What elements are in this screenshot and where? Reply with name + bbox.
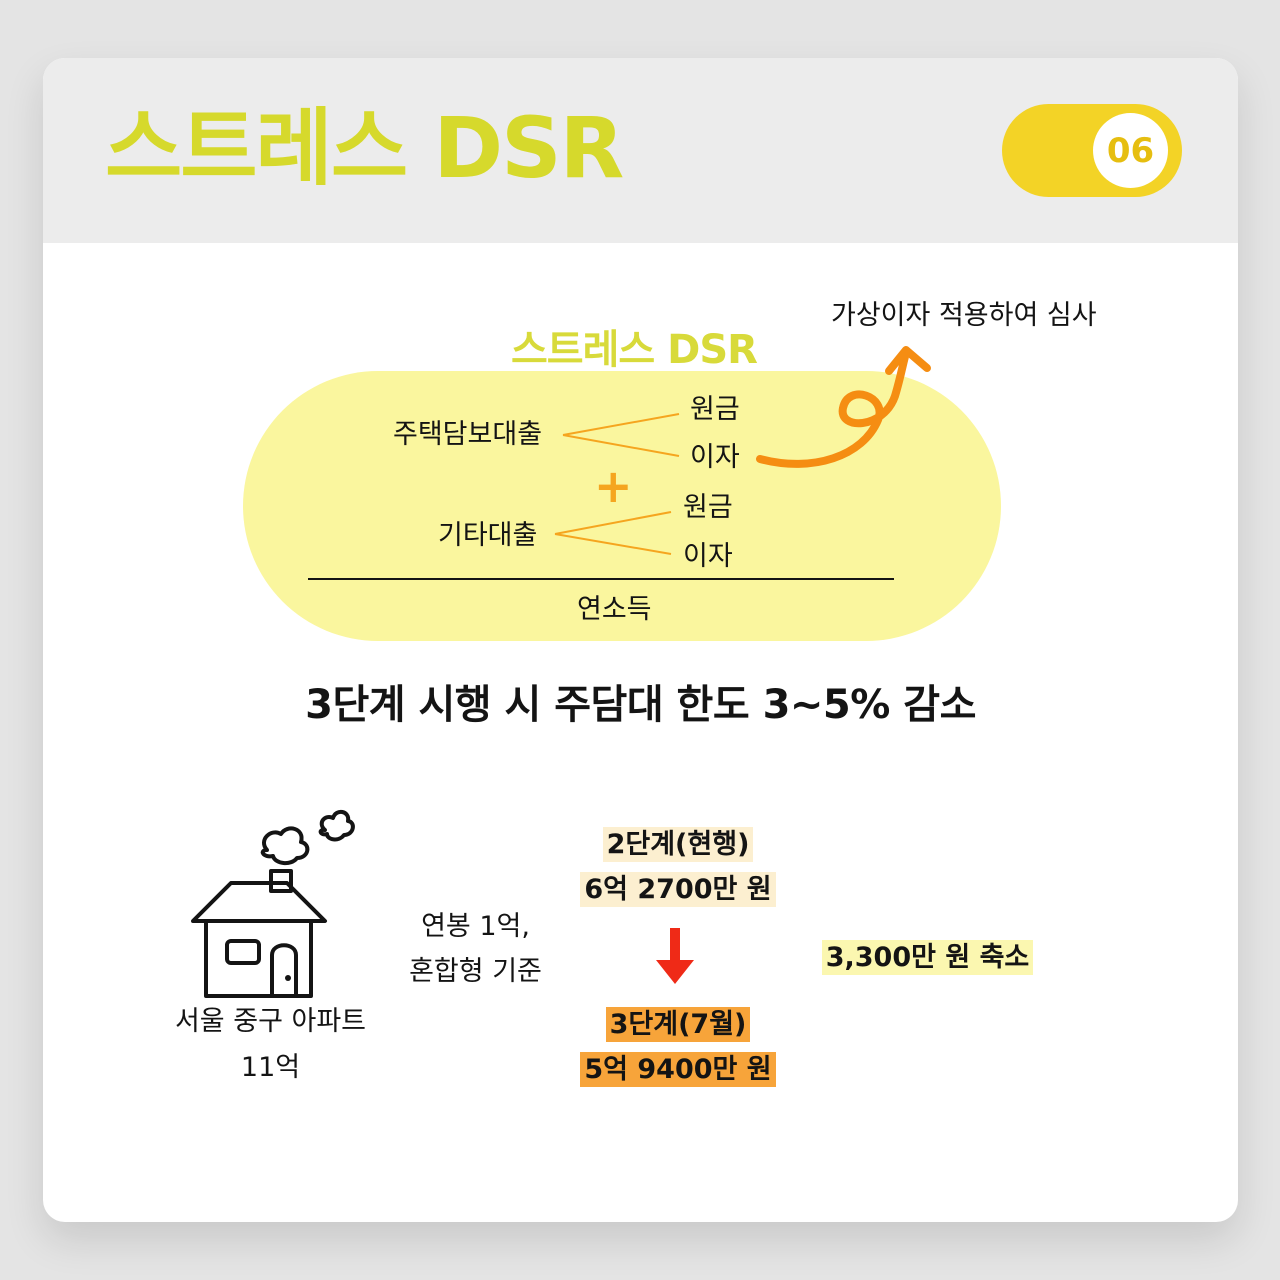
stage2-label: 2단계(현행) <box>602 827 754 862</box>
other-principal-connector <box>554 511 672 535</box>
stage2-value: 6억 2700만 원 <box>580 872 776 907</box>
stage2-value-wrap: 6억 2700만 원 <box>568 872 788 907</box>
reduction-amount: 3,300만 원 축소 <box>821 940 1034 975</box>
mortgage-loan-label: 주택담보대출 <box>393 419 543 450</box>
other-principal-label: 원금 <box>683 492 733 523</box>
stage3-value: 5억 9400만 원 <box>580 1052 776 1087</box>
house-location: 서울 중구 아파트 <box>174 1006 367 1037</box>
page-title: 스트레스 DSR <box>105 99 624 197</box>
stage3-label-wrap: 3단계(7월) <box>583 1007 773 1042</box>
fraction-line <box>308 578 894 580</box>
mortgage-principal-connector <box>562 413 680 436</box>
swirl-arrow-head-icon <box>885 346 931 375</box>
swirl-arrow-icon <box>756 349 910 468</box>
down-arrow-icon <box>656 928 694 984</box>
reduction-wrap: 3,300만 원 축소 <box>815 940 1040 975</box>
stage3-label: 3단계(7월) <box>605 1007 751 1042</box>
headline: 3단계 시행 시 주담대 한도 3~5% 감소 <box>305 682 976 728</box>
mortgage-interest-label: 이자 <box>690 442 740 473</box>
virtual-interest-note: 가상이자 적용하여 심사 <box>831 300 1097 331</box>
mortgage-interest-connector <box>562 434 680 457</box>
page-number: 06 <box>1093 113 1168 188</box>
house-price: 11억 <box>240 1052 301 1083</box>
door-knob-icon <box>285 975 291 981</box>
stage2-label-wrap: 2단계(현행) <box>583 827 773 862</box>
card: 스트레스 DSR 06 스트레스 DSR 가상이자 적용하여 심사 <box>43 58 1238 1222</box>
diagram-connectors <box>191 346 931 998</box>
condition-loan-type: 혼합형 기준 <box>409 956 542 987</box>
page-number-badge: 06 <box>1002 104 1182 197</box>
other-loan-label: 기타대출 <box>438 520 538 551</box>
annual-income-label: 연소득 <box>577 594 652 625</box>
house-icon <box>191 809 355 998</box>
header-bar: 스트레스 DSR 06 <box>43 58 1238 243</box>
stage3-value-wrap: 5억 9400만 원 <box>568 1052 788 1087</box>
plus-sign: + <box>594 459 633 513</box>
dsr-diagram-label: 스트레스 DSR <box>511 327 758 373</box>
mortgage-principal-label: 원금 <box>690 394 740 425</box>
other-interest-label: 이자 <box>683 541 733 572</box>
other-interest-connector <box>554 533 672 555</box>
condition-salary: 연봉 1억, <box>421 911 530 942</box>
